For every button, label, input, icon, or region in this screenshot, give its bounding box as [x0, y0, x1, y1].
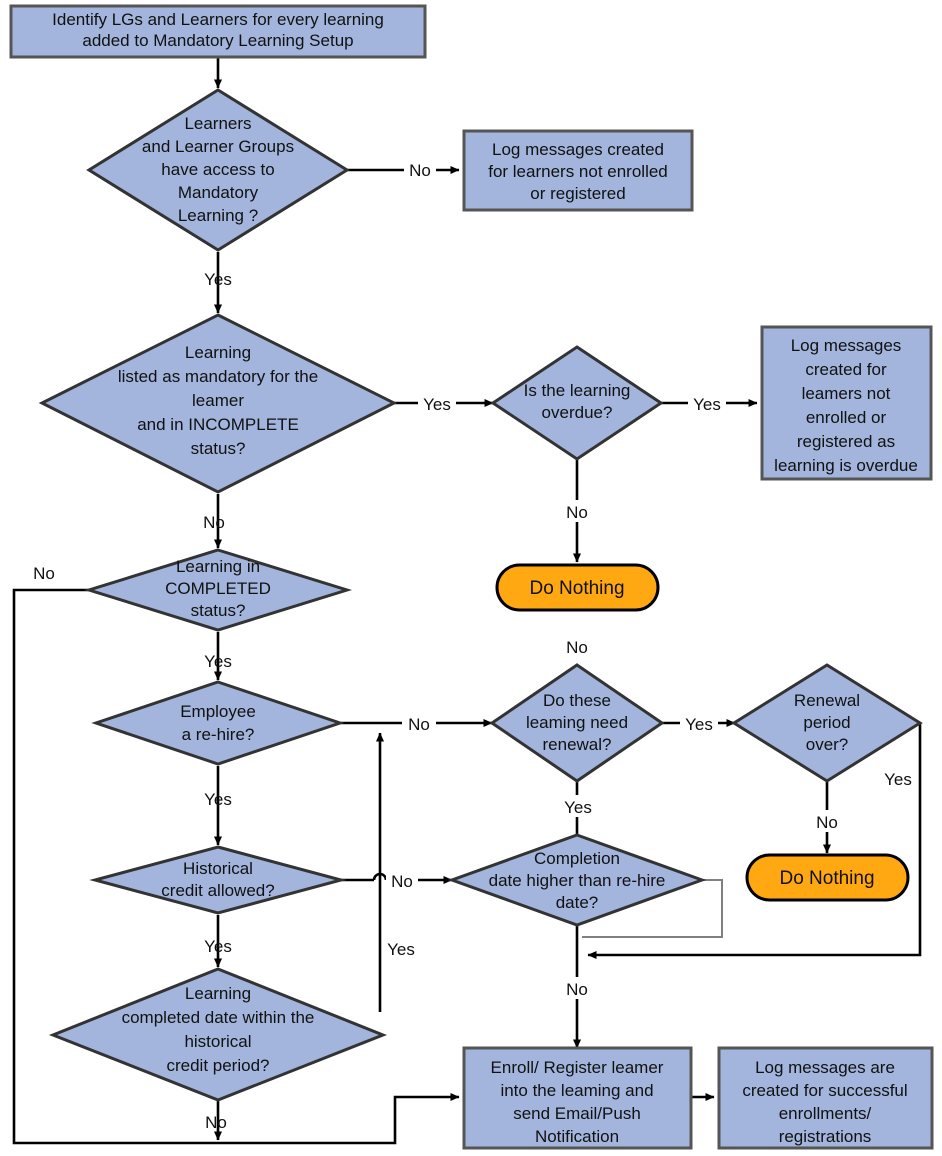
- node-line: Notification: [535, 1127, 619, 1146]
- node-line: status?: [191, 439, 246, 458]
- node-line: listed as mandatory for the: [118, 367, 318, 386]
- node-line: added to Mandatory Learning Setup: [82, 31, 353, 50]
- node-line: Completion: [534, 849, 620, 868]
- edge-label-mandatory-no: No: [203, 513, 225, 532]
- node-line: Mandatory: [178, 183, 259, 202]
- learners-have-access-decision: Learners and Learner Groups have access …: [86, 88, 350, 252]
- enroll-register-learner-box: Enroll/ Register leamer into the leaming…: [462, 1046, 693, 1150]
- node-line: leaming need: [526, 713, 628, 732]
- node-line: leamer: [192, 391, 244, 410]
- node-line: enrolled or: [806, 408, 887, 427]
- employee-a-re-hire-decision: Employee a re-hire?: [91, 680, 345, 766]
- node-line: Learners: [184, 114, 251, 133]
- node-line: credit allowed?: [161, 881, 274, 900]
- node-line: a re-hire?: [182, 725, 255, 744]
- edge-completed-no-loop: [12, 588, 460, 1145]
- node-line: historical: [184, 1032, 251, 1051]
- edge-label-completed-yes: Yes: [204, 652, 232, 671]
- edge-label-layer: No Yes Yes No Yes No No Yes No No Yes Ye…: [33, 158, 912, 1132]
- node-line: renewal?: [543, 735, 612, 754]
- node-line: Do these: [543, 691, 611, 710]
- edge-label-histcredit-yes: Yes: [204, 937, 232, 956]
- edge-label-compdate-no: No: [566, 980, 588, 999]
- node-line: Employee: [180, 702, 256, 721]
- node-line: Learning: [185, 343, 251, 362]
- edge-label-renewalneed-yes: Yes: [685, 715, 713, 734]
- node-line: period: [803, 713, 850, 732]
- node-line: registrations: [779, 1127, 872, 1146]
- node-line: Renewal: [794, 691, 860, 710]
- edge-label-mandatory-yes: Yes: [423, 395, 451, 414]
- log-messages-successful-box: Log messages are created for successful …: [717, 1046, 934, 1150]
- node-line: Learning ?: [178, 206, 258, 225]
- node-line: Is the learning: [524, 381, 631, 400]
- node-line: Learning in: [176, 557, 260, 576]
- edge-label-renewalover-yes: Yes: [884, 770, 912, 789]
- edge-layer-thin: [582, 879, 723, 938]
- log-messages-not-enrolled-box: Log messages created for learners not en…: [462, 129, 694, 212]
- do-nothing-terminator-upper: Do Nothing: [495, 563, 660, 612]
- edge-renewalover-yes: [587, 723, 922, 959]
- node-line: into the leaming and: [500, 1081, 653, 1100]
- node-line: overdue?: [542, 403, 613, 422]
- edge-label-access-no: No: [409, 161, 431, 180]
- edge-label-histcredit-no: No: [391, 872, 413, 891]
- edge-label-overdue-yes: Yes: [693, 395, 721, 414]
- node-line: credit period?: [166, 1056, 269, 1075]
- is-learning-overdue-decision: Is the learning overdue?: [490, 345, 664, 461]
- node-layer: Identify LGs and Learners for every lear…: [9, 4, 934, 1150]
- node-line: for learners not enrolled: [488, 162, 668, 181]
- node-line: registered as: [797, 432, 895, 451]
- node-line: date?: [556, 893, 599, 912]
- edge-compdate-thin-stub: [582, 879, 723, 938]
- edge-label-rehire-yes: Yes: [204, 790, 232, 809]
- node-line: Enroll/ Register leamer: [491, 1058, 664, 1077]
- completed-date-within-historical-credit-period-decision: Learning completed date within the histo…: [48, 967, 388, 1102]
- node-line: Do Nothing: [779, 868, 874, 889]
- node-line: send Email/Push: [513, 1104, 641, 1123]
- learning-need-renewal-decision: Do these leaming need renewal?: [489, 663, 665, 783]
- do-nothing-terminator-lower: Do Nothing: [745, 853, 910, 902]
- edge-label-access-yes: Yes: [204, 270, 232, 289]
- node-line: Log messages: [791, 336, 902, 355]
- node-line: enrollments/: [779, 1104, 872, 1123]
- node-line: leamers not: [802, 384, 891, 403]
- node-line: created for successful: [742, 1081, 907, 1100]
- node-line: Log messages created: [492, 140, 664, 159]
- learning-in-completed-status-decision: Learning in COMPLETED status?: [83, 548, 353, 632]
- edge-label-completed-no: No: [33, 564, 55, 583]
- edge-label-overdue-no: No: [566, 503, 588, 522]
- completion-date-higher-than-rehire-decision: Completion date higher than re-hire date…: [447, 833, 707, 927]
- node-line: date higher than re-hire: [489, 871, 666, 890]
- node-line: over?: [806, 735, 849, 754]
- node-line: created for: [805, 360, 887, 379]
- node-line: Learning: [185, 984, 251, 1003]
- historical-credit-allowed-decision: Historical credit allowed?: [89, 845, 347, 915]
- edge-label-rehire-no: No: [408, 715, 430, 734]
- node-line: completed date within the: [122, 1008, 315, 1027]
- node-line: Identify LGs and Learners for every lear…: [52, 10, 384, 29]
- node-line: and Learner Groups: [142, 137, 294, 156]
- node-line: Historical: [183, 859, 253, 878]
- node-line: Do Nothing: [529, 578, 624, 599]
- node-line: and in INCOMPLETE: [137, 415, 299, 434]
- node-line: COMPLETED: [165, 579, 271, 598]
- node-line: status?: [191, 601, 246, 620]
- log-messages-overdue-box: Log messages created for leamers not enr…: [760, 325, 933, 481]
- node-line: Log messages are: [755, 1058, 895, 1077]
- renewal-period-over-decision: Renewal period over?: [731, 663, 923, 783]
- edge-label-renewalover-no: No: [816, 813, 838, 832]
- node-line: have access to: [161, 160, 274, 179]
- node-line: or registered: [530, 184, 625, 203]
- edge-label-donothing1-in-no: No: [566, 638, 588, 657]
- edge-label-renewalneed-yes-bottom: Yes: [564, 798, 592, 817]
- identify-lgs-and-learners-box: Identify LGs and Learners for every lear…: [9, 4, 427, 59]
- node-line: learning is overdue: [774, 456, 918, 475]
- edge-label-histperiod-yes: Yes: [387, 940, 415, 959]
- edge-label-histperiod-no: No: [205, 1113, 227, 1132]
- listed-as-mandatory-incomplete-decision: Learning listed as mandatory for the lea…: [38, 313, 398, 494]
